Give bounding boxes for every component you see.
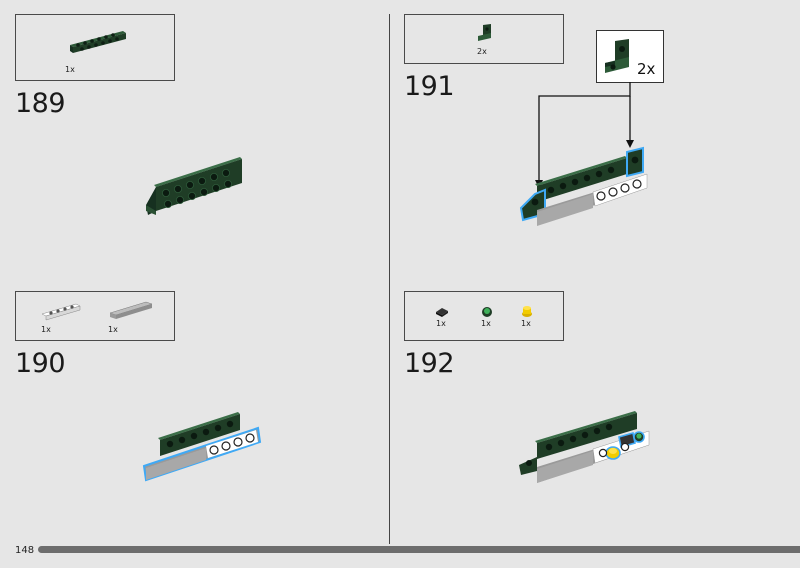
page-divider	[389, 14, 390, 544]
part-qty: 1x	[108, 325, 118, 334]
step-number-192: 192	[404, 348, 455, 379]
page-progress-bar	[38, 546, 800, 553]
parts-box-step-190: 1x 1x	[15, 291, 175, 341]
part-qty: 1x	[521, 319, 531, 328]
part-qty: 2x	[477, 47, 487, 56]
part-qty: 1x	[41, 325, 51, 334]
part-qty: 1x	[65, 65, 75, 74]
parts-box-step-192: 1x 1x 1x	[404, 291, 564, 341]
part-qty: 1x	[436, 319, 446, 328]
parts-box-step-191: 2x	[404, 14, 564, 64]
yellow-round-stud-icon	[522, 306, 532, 317]
step-number-191: 191	[404, 71, 455, 102]
step-189-assembly	[146, 157, 242, 215]
page-number: 148	[15, 545, 35, 556]
callout-box-step-191	[596, 30, 664, 83]
step-number-189: 189	[15, 88, 66, 119]
grey-tile-icon	[109, 301, 153, 319]
dark-green-bracket-plate-icon	[70, 31, 126, 53]
black-tile-icon	[436, 308, 448, 317]
green-round-plate-icon	[482, 307, 492, 317]
step-191-assembly	[519, 146, 648, 226]
step-191-arrows	[535, 82, 634, 188]
step-192-assembly	[519, 411, 650, 483]
white-plate-icon	[41, 303, 81, 321]
step-number-190: 190	[15, 348, 66, 379]
part-qty: 1x	[481, 319, 491, 328]
dark-green-bracket-icon	[478, 24, 491, 41]
step-190-assembly	[142, 412, 262, 482]
dark-green-bracket-icon	[605, 39, 629, 73]
parts-box-step-189: 1x	[15, 14, 175, 81]
callout-qty: 2x	[637, 60, 656, 78]
